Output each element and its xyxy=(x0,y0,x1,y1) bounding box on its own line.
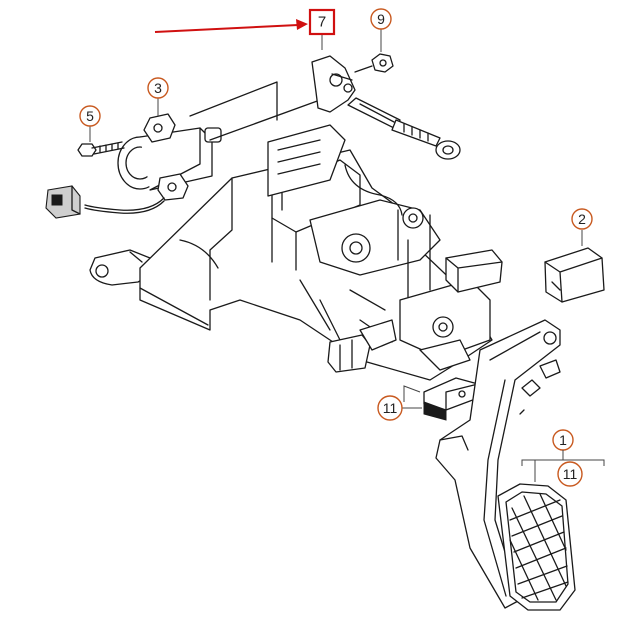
highlight-arrow xyxy=(154,19,308,33)
pedal-cap xyxy=(544,247,605,303)
callout-3: 3 xyxy=(147,77,169,116)
callout-1: 1 xyxy=(521,429,605,482)
callout-5-label: 5 xyxy=(86,108,94,124)
pedal-arm xyxy=(435,319,561,609)
callout-9: 9 xyxy=(370,8,392,52)
pedal-sensor xyxy=(117,113,222,201)
nut xyxy=(354,53,394,73)
callout-3-label: 3 xyxy=(154,80,162,96)
switch xyxy=(403,377,479,421)
callout-7-label: 7 xyxy=(318,14,326,31)
callout-2: 2 xyxy=(571,208,593,246)
bolt xyxy=(77,141,125,157)
callout-11b-label: 11 xyxy=(563,466,578,482)
lever-bracket xyxy=(311,55,356,113)
callout-2-label: 2 xyxy=(578,211,586,227)
callout-9-label: 9 xyxy=(377,11,385,27)
pedal-bracket xyxy=(89,124,503,381)
callout-11a-label: 11 xyxy=(383,400,398,416)
pedal-pad-grip xyxy=(509,493,569,601)
callout-7: 7 xyxy=(308,8,336,50)
wiring-harness xyxy=(45,185,165,219)
guide-line-upper xyxy=(189,81,321,141)
highlight-box xyxy=(308,8,336,36)
callout-1-label: 1 xyxy=(559,432,567,448)
callout-11a: 11 xyxy=(377,395,422,421)
pedal-pad xyxy=(497,483,576,611)
callout-5: 5 xyxy=(79,105,101,142)
linkage-rod xyxy=(347,97,461,160)
callout-11b: 11 xyxy=(557,461,583,487)
